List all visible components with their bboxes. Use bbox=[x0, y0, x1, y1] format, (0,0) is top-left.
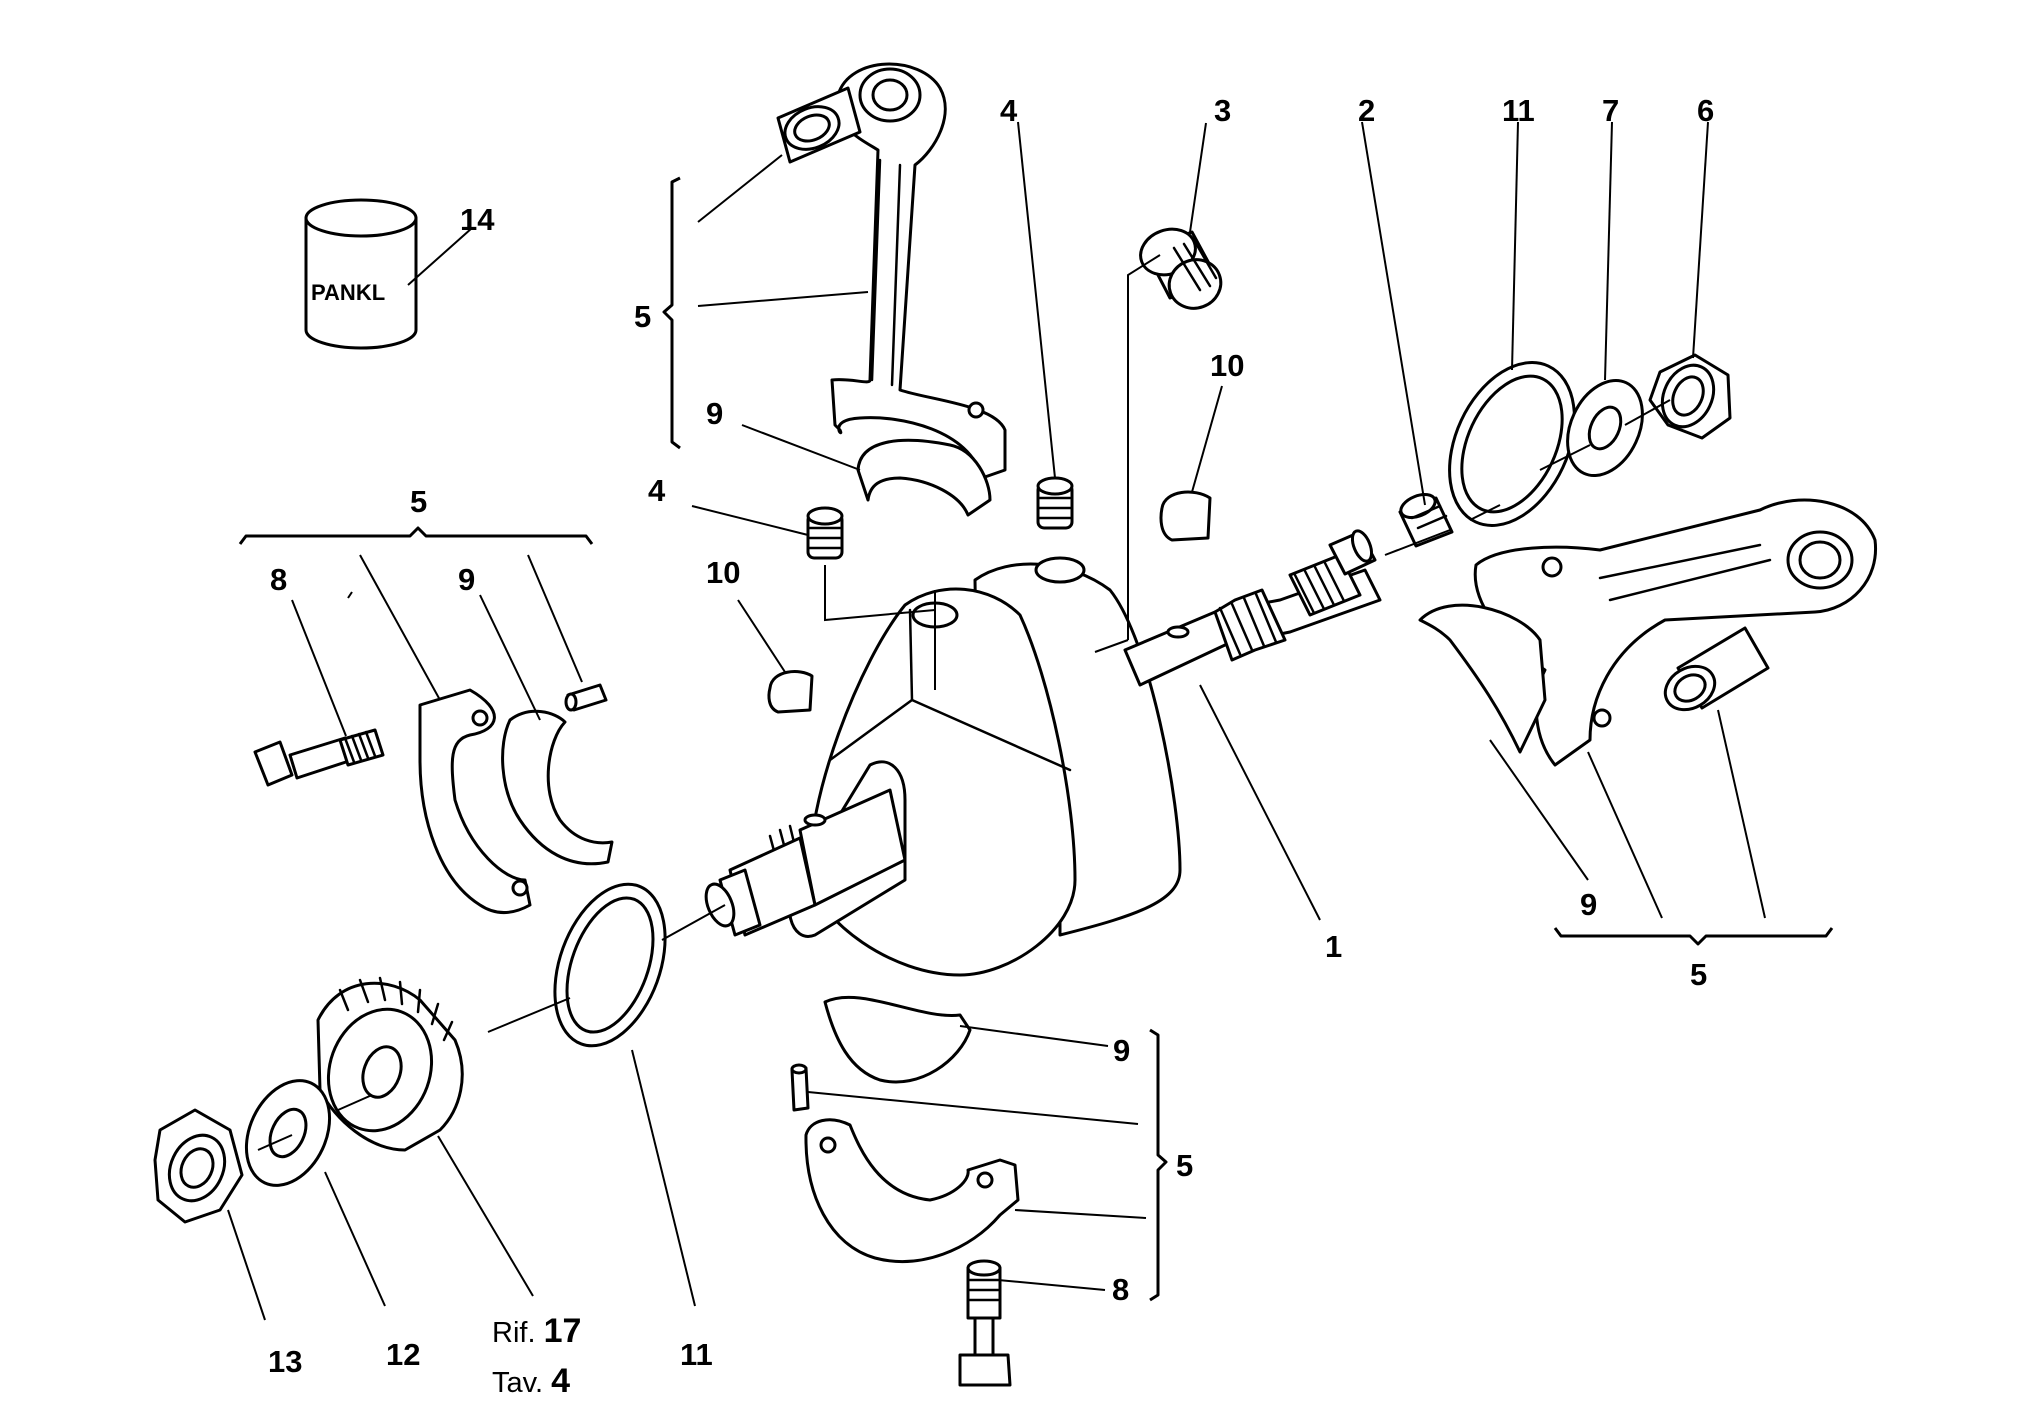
ref-tav-line: Tav. 4 bbox=[492, 1362, 570, 1400]
bearing-shell-bottom bbox=[823, 995, 972, 1084]
callout-9-right: 9 bbox=[1580, 887, 1597, 922]
ref-tav-label: Tav. bbox=[492, 1367, 543, 1399]
brace-upper-rod bbox=[662, 176, 681, 450]
bearing-shell-right bbox=[1418, 603, 1547, 754]
nut-part-6 bbox=[1648, 353, 1732, 440]
callouts: 1 2 3 4 4 5 5 5 5 6 7 8 8 9 9 9 9 10 10 … bbox=[268, 93, 1714, 1379]
nut-part-13 bbox=[153, 1108, 244, 1224]
crankshaft bbox=[704, 529, 1382, 977]
plug-part-3 bbox=[1139, 227, 1223, 310]
timing-gear bbox=[316, 976, 464, 1152]
callout-5-bottom: 5 bbox=[1176, 1148, 1193, 1183]
assembly-braces bbox=[238, 176, 1834, 1302]
washer-part-12 bbox=[244, 1079, 332, 1187]
callout-4-upper: 4 bbox=[1000, 93, 1018, 128]
callout-9-bottom: 9 bbox=[1113, 1033, 1130, 1068]
callout-8-left: 8 bbox=[270, 562, 287, 597]
callout-3: 3 bbox=[1214, 93, 1231, 128]
brace-bottom-assembly bbox=[1149, 1028, 1168, 1302]
callout-8-bottom: 8 bbox=[1112, 1272, 1129, 1307]
bolt-part-8-bottom bbox=[958, 1259, 1012, 1387]
callout-5-left: 5 bbox=[410, 484, 427, 519]
brace-left-assembly bbox=[238, 526, 594, 545]
callout-9-left: 9 bbox=[458, 562, 475, 597]
ref-rif-label: Rif. bbox=[492, 1317, 536, 1349]
ref-tav-value: 4 bbox=[551, 1362, 570, 1400]
callout-4-left: 4 bbox=[648, 473, 666, 508]
leader-lines bbox=[227, 121, 1766, 1321]
callout-11-left: 11 bbox=[680, 1337, 713, 1372]
callout-10-left: 10 bbox=[706, 555, 740, 590]
bearing-shell-upper bbox=[856, 438, 992, 517]
bearing-shell-left bbox=[501, 709, 614, 866]
ref-rif-value: 17 bbox=[544, 1312, 582, 1350]
big-end-cap-bottom bbox=[804, 1118, 1020, 1263]
callout-9-upper: 9 bbox=[706, 396, 723, 431]
bolt-part-8-left bbox=[253, 728, 385, 787]
right-connecting-rod bbox=[1473, 498, 1878, 767]
key-left bbox=[767, 670, 814, 714]
dowel-pin-left bbox=[564, 683, 608, 712]
callout-6: 6 bbox=[1697, 93, 1714, 128]
callout-12: 12 bbox=[386, 1337, 420, 1372]
grub-screw-left bbox=[806, 506, 844, 560]
right-small-end-bushing bbox=[1663, 626, 1770, 712]
callout-11-right: 11 bbox=[1502, 93, 1535, 128]
callout-5-upper-rod: 5 bbox=[634, 299, 651, 334]
callout-10-upper: 10 bbox=[1210, 348, 1244, 383]
callout-14: 14 bbox=[460, 202, 495, 237]
callout-7: 7 bbox=[1602, 93, 1619, 128]
callout-13: 13 bbox=[268, 1344, 302, 1379]
can-label: PANKL bbox=[311, 280, 385, 305]
brace-right-assembly bbox=[1553, 927, 1834, 946]
grub-screw-right bbox=[1036, 476, 1074, 530]
washer-part-11-left bbox=[553, 882, 667, 1048]
ref-rif-line: Rif. 17 bbox=[492, 1312, 581, 1350]
dowel-pin-bottom bbox=[790, 1063, 810, 1112]
callout-5-right: 5 bbox=[1690, 957, 1707, 992]
reference-note: Rif. 17 Tav. 4 bbox=[492, 1312, 581, 1400]
key-upper bbox=[1159, 490, 1212, 542]
washer-part-7 bbox=[1566, 378, 1644, 478]
upper-connecting-rod bbox=[776, 62, 1007, 480]
callout-1: 1 bbox=[1325, 929, 1342, 964]
big-end-cap-left bbox=[418, 688, 532, 914]
pankl-can: PANKL bbox=[304, 198, 418, 350]
callout-2: 2 bbox=[1358, 93, 1375, 128]
washer-part-11-right bbox=[1448, 361, 1576, 527]
